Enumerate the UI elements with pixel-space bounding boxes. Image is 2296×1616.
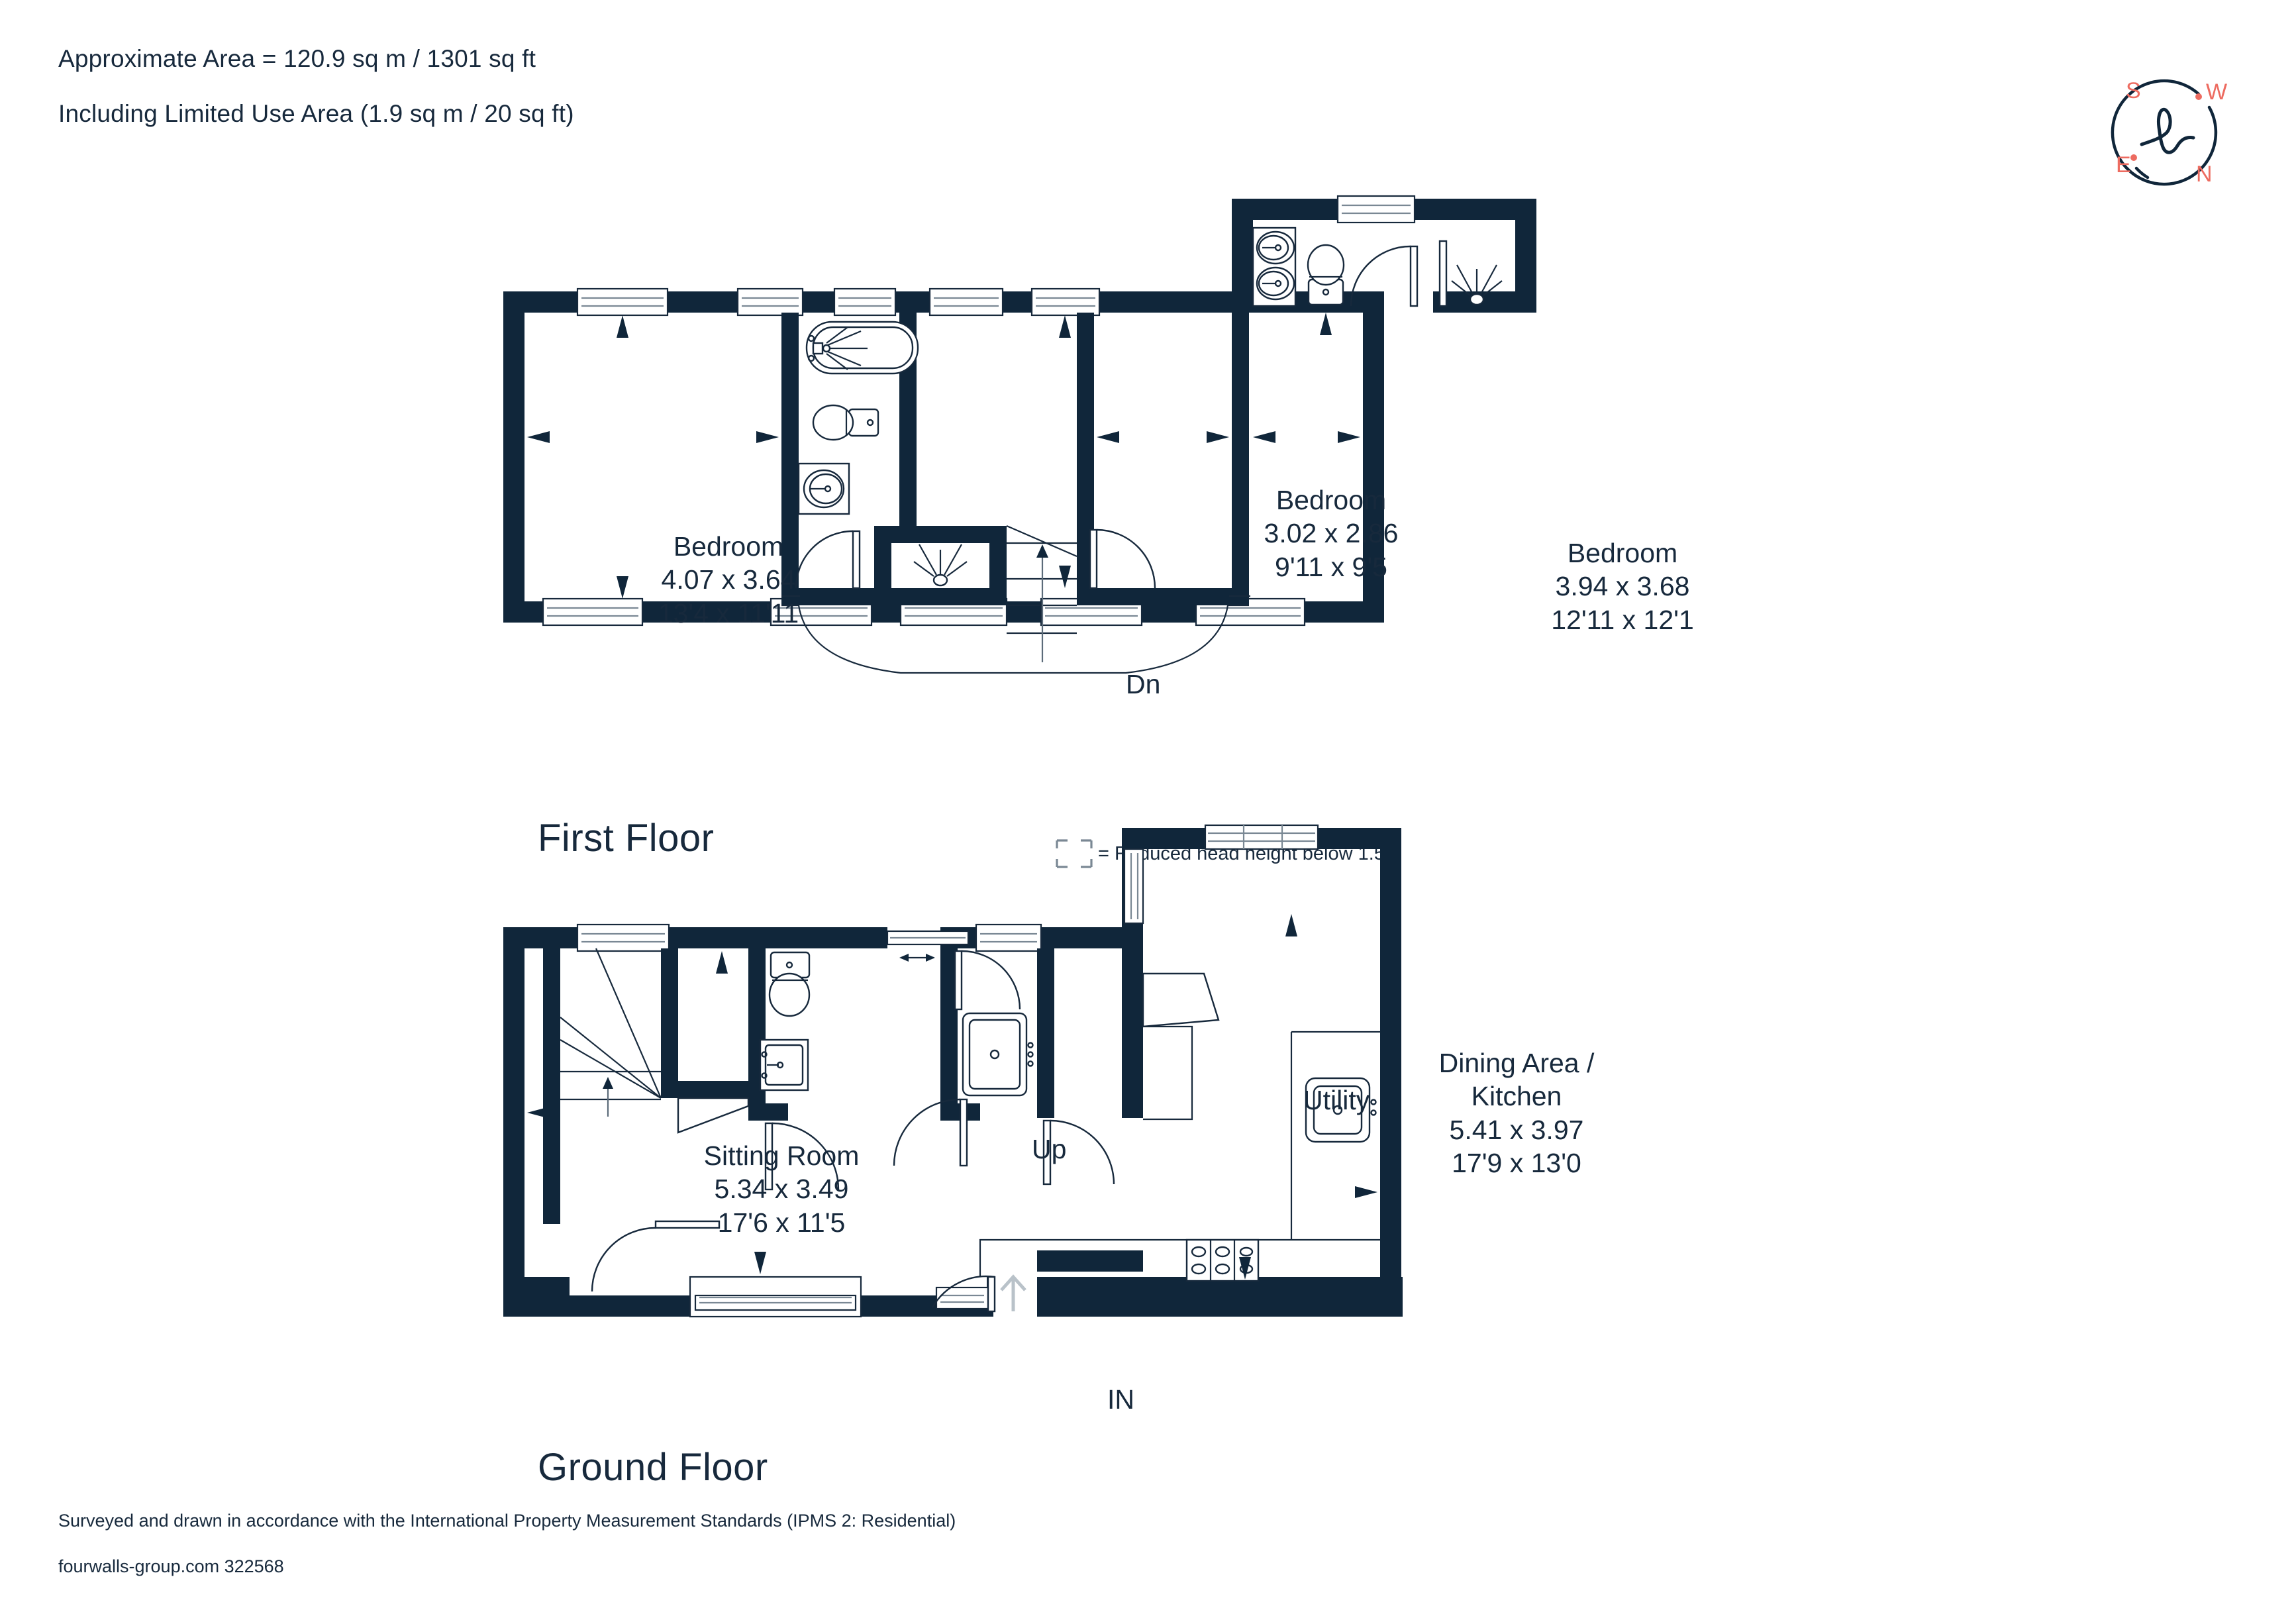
room-dimension-metric: 5.41 x 3.97 xyxy=(1449,1114,1584,1145)
first-floor-partitions xyxy=(781,291,1376,605)
room-dimension-imperial: 17'6 x 11'5 xyxy=(717,1207,846,1238)
first-floor-drawing xyxy=(503,195,1788,795)
staircase-down xyxy=(1006,525,1077,662)
window xyxy=(1336,195,1416,224)
dashed-square-icon xyxy=(1056,839,1093,868)
room-name: Bedroom xyxy=(1567,538,1678,568)
room-dimension-metric: 3.02 x 2.86 xyxy=(1264,518,1399,549)
kitchen-sink-icon xyxy=(1305,1077,1377,1143)
sink-icon xyxy=(797,462,850,515)
room-dimension-imperial: 9'11 x 9'5 xyxy=(1275,551,1387,582)
room-label-dining-kitchen: Dining Area / Kitchen 5.41 x 3.97 17'9 x… xyxy=(1377,1046,1656,1180)
window xyxy=(935,1286,989,1310)
first-floor-title: First Floor xyxy=(538,817,715,860)
room-label-bedroom-3: Bedroom 3.94 x 3.68 12'11 x 12'1 xyxy=(1470,536,1775,636)
room-name: Bedroom xyxy=(1275,485,1387,515)
entrance-door xyxy=(931,1274,1026,1313)
entrance-label-in: IN xyxy=(1107,1384,1134,1415)
ground-floor-drawing xyxy=(503,821,1788,1431)
kitchen-fittings xyxy=(979,972,1380,1282)
compass-dot-se xyxy=(2130,154,2137,161)
wc-door xyxy=(764,1122,840,1191)
dimension-arrows xyxy=(527,313,1382,599)
stair-direction-label-dn: Dn xyxy=(1126,669,1161,699)
standards-note: Surveyed and drawn in accordance with th… xyxy=(58,1511,956,1531)
ground-floor-windows xyxy=(576,824,1319,1318)
washing-machine-icon xyxy=(962,1012,1034,1097)
footer: Surveyed and drawn in accordance with th… xyxy=(58,1512,1515,1576)
window xyxy=(975,923,1042,952)
room-label-utility: Utility xyxy=(1303,1085,1370,1115)
room-dimension-imperial: 12'11 x 12'1 xyxy=(1551,604,1694,635)
bathroom-door xyxy=(795,530,861,589)
utility-door-bottom xyxy=(893,1098,968,1167)
compass-label-n: N xyxy=(2196,162,2213,187)
airing-cupboard-light-icon xyxy=(913,544,968,587)
window xyxy=(736,287,804,317)
staircase-up xyxy=(560,948,750,1134)
toilet-icon xyxy=(768,951,811,1017)
window xyxy=(928,287,1004,317)
sitting-room-door xyxy=(591,1220,721,1292)
room-label-bedroom-2: Bedroom 3.02 x 2.86 9'11 x 9'5 xyxy=(1185,483,1477,583)
bathroom-fixtures xyxy=(797,321,919,515)
double-sink-icon xyxy=(1252,227,1297,307)
shower-spray-icon xyxy=(807,327,868,370)
room-dimension-imperial: 13'4 x 11'11 xyxy=(658,597,799,629)
room-name: Sitting Room xyxy=(703,1140,860,1171)
stair-direction-label-up: Up xyxy=(1032,1134,1067,1164)
ensuite-door xyxy=(1350,245,1419,307)
bedroom2-door xyxy=(1089,529,1156,589)
window xyxy=(833,287,897,317)
area-summary: Approximate Area = 120.9 sq m / 1301 sq … xyxy=(58,46,1383,126)
window xyxy=(1030,287,1101,317)
approximate-area-text: Approximate Area = 120.9 sq m / 1301 sq … xyxy=(58,45,536,72)
landing-curved-edge xyxy=(781,595,1250,674)
compass-dot-nw xyxy=(2195,93,2202,100)
provider-reference: fourwalls-group.com 322568 xyxy=(58,1556,284,1576)
first-floor-windows-top xyxy=(576,195,1416,317)
window xyxy=(542,597,644,627)
toilet-icon xyxy=(1307,244,1345,306)
compass-label-w: W xyxy=(2206,79,2227,105)
hall-kitchen-door xyxy=(1042,1119,1115,1186)
compass-label-e: E xyxy=(2116,152,2131,177)
bay-window xyxy=(689,1276,862,1318)
shower-light-icon xyxy=(1438,240,1503,307)
compass-label-s: S xyxy=(2126,78,2141,103)
window xyxy=(576,923,670,952)
window xyxy=(1204,824,1319,850)
ground-floor-title: Ground Floor xyxy=(538,1446,768,1489)
window xyxy=(576,287,669,317)
ensuite-fixtures xyxy=(1252,227,1503,307)
room-name: Bedroom xyxy=(673,531,784,562)
room-dimension-imperial: 17'9 x 13'0 xyxy=(1452,1148,1581,1179)
room-dimension-metric: 3.94 x 3.68 xyxy=(1555,571,1690,602)
room-dimension-metric: 5.34 x 3.49 xyxy=(714,1174,849,1205)
kitchen-hall-door xyxy=(1142,972,1220,1028)
utility-fixtures xyxy=(893,950,1034,1167)
room-name-line1: Dining Area / xyxy=(1438,1048,1595,1078)
compass-rose: S W E N xyxy=(2098,72,2244,204)
dimension-arrows xyxy=(527,914,1377,1280)
room-label-sitting-room: Sitting Room 5.34 x 3.49 17'6 x 11'5 xyxy=(636,1139,927,1239)
wc-fixtures xyxy=(759,951,840,1191)
ground-floor-walls xyxy=(503,828,1403,1317)
window xyxy=(1123,848,1144,925)
sliding-door xyxy=(886,930,970,962)
utility-door-top xyxy=(954,950,1021,1011)
room-dimension-metric: 4.07 x 3.64 xyxy=(661,564,796,595)
toilet-icon xyxy=(812,404,879,441)
limited-use-area-text: Including Limited Use Area (1.9 sq m / 2… xyxy=(58,100,574,127)
room-name-line2: Kitchen xyxy=(1471,1081,1562,1112)
sink-icon xyxy=(759,1038,809,1091)
room-label-bedroom-1: Bedroom 4.07 x 3.64 13'4 x 11'11 xyxy=(583,530,874,630)
